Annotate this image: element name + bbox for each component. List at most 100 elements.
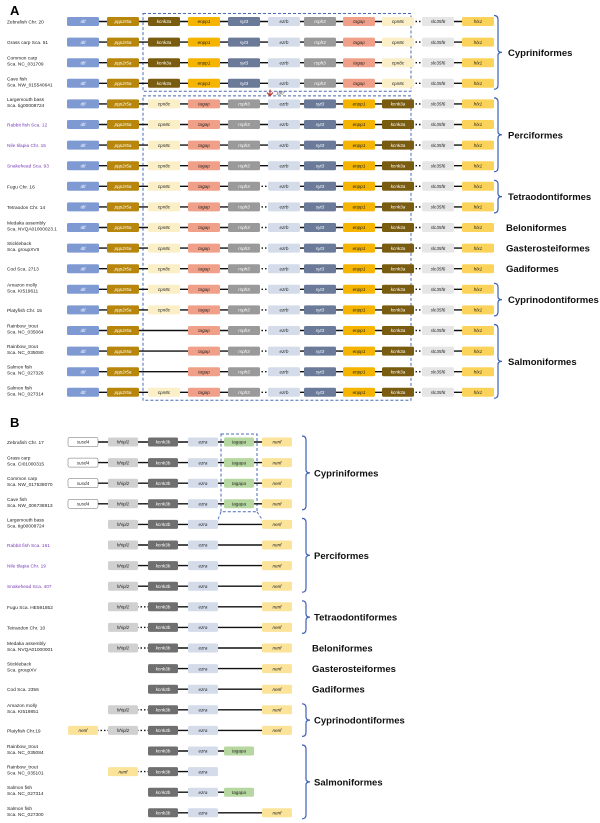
gene-label: kcnk3b [156,605,171,610]
gene-box-nenf [262,684,292,694]
gene-label: cpn8c [158,163,171,168]
gene-label: slc35f6 [431,246,446,251]
gene-label: cpn8c [392,19,405,24]
gene-label: kcnk3b [156,790,171,795]
gene-label: susd4 [77,481,90,486]
species-label-line: Zebrafish Chr. 17 [7,440,44,446]
species-label-line: Sca. NC_031709 [7,62,44,68]
gene-label: syt3 [316,102,325,107]
gene-label: rsph3 [238,163,250,168]
gene-label: slc35f6 [431,390,446,395]
gene-box-dtl [67,161,99,171]
gene-box-hhipl2 [108,643,138,653]
species-label-line: Sca. tig00008724 [7,523,45,529]
gene-label: rsph3 [238,287,250,292]
gene-box-tagapa [224,458,254,468]
gene-box-tagapa [224,787,254,797]
gene-box-ezra [188,808,218,818]
species-label-line: Tetraodon Chr. 10 [7,625,45,631]
gene-label: nenf [273,563,283,568]
gene-label: tagapa [232,749,246,754]
order-name: Salmoniformes [314,777,383,788]
gene-box-tagap [188,284,220,294]
gene-label: hlx1 [474,369,483,374]
gene-label: ppp2r5a [114,390,132,395]
gene-box-hlx1 [462,367,494,377]
gene-box-dtl [67,99,99,109]
gene-label: dtl [81,225,87,230]
gene-label: ezrb [280,225,289,230]
gene-label: cpn8c [392,60,405,65]
gene-box-rsph3 [228,223,260,232]
species-label: Rabbit fish Sca. 12 [7,123,48,129]
gene-box-tagap [188,305,220,315]
gene-label: rsph3 [238,102,250,107]
gene-box-dtl [67,243,99,253]
gene-label: cpn8c [158,287,171,292]
species-label-line: Medaka assembly [7,641,46,647]
order-bracket [301,600,311,634]
gene-box-slc35f6 [422,120,454,129]
gene-label: kcnk3b [156,811,171,816]
gene-box-kcnk3b [148,684,178,694]
gene-box-kcnk3b [148,664,178,674]
gene-label: syt3 [316,328,325,333]
gene-box-dtl [67,264,99,274]
gene-label: rsph3 [238,225,250,230]
species-label: Nile tilapia Chr. 19 [7,564,46,570]
gene-label: enpp1 [353,287,366,292]
gene-label: hhipl2 [117,584,130,589]
gene-label: nenf [273,543,283,548]
gene-label: hlx1 [474,287,483,292]
species-label-line: Platyfish Chr.19 [7,728,41,734]
gene-label: susd4 [77,502,90,507]
gene-box-ppp2r5a [107,305,139,315]
gene-label: nenf [273,625,283,630]
gene-label: ppp2r5a [114,143,132,148]
gene-box-ppp2r5a [107,99,139,109]
gene-label: kcnk3a [157,40,172,45]
gene-label: slc35f6 [431,81,446,86]
gene-box-dtl [67,120,99,129]
gene-label: dtl [81,308,87,313]
gene-box-kcnk3b [148,622,178,632]
gene-box-slc35f6 [422,387,454,397]
order-group: Beloniformes [506,223,567,234]
gene-box-enpp1 [188,37,220,47]
order-group: Gasterosteiformes [312,664,396,675]
gene-label: tagap [198,266,210,271]
species-label-line: Medaka assembly [7,221,46,227]
order-bracket [301,517,311,593]
order-name: Beloniformes [506,223,567,234]
order-name: Perciformes [508,130,563,141]
gene-label: enpp1 [198,60,211,65]
gene-box-kcnk3a [382,140,414,150]
species-label-line: Sca. NC_035064 [7,330,44,336]
gene-box-ezra [188,622,218,632]
gene-box-cpn8c [382,58,414,68]
gene-label: syt3 [316,246,325,251]
species-label-line: Rainbow_trout [7,344,39,350]
species-label-line: Rabbit fish Sca. 12 [7,123,48,129]
gene-box-susd4 [67,437,99,447]
gene-label: enpp1 [353,122,366,127]
gene-box-ezrb [268,223,300,232]
gene-label: ezra [199,481,208,486]
gene-label: ezrb [280,266,289,271]
gene-box-syt3 [228,17,260,26]
gene-label: ezrb [280,349,289,354]
species-label-line: Sca. groupXV [7,668,37,674]
gene-label: nenf [273,460,283,465]
gene-label: ppp2r5a [114,205,132,210]
gene-box-tagap [188,161,220,171]
gene-box-ppp2r5a [107,161,139,171]
gene-label: syt3 [316,266,325,271]
inversion-label: 180° [276,91,286,96]
gene-box-nenf [262,540,292,550]
